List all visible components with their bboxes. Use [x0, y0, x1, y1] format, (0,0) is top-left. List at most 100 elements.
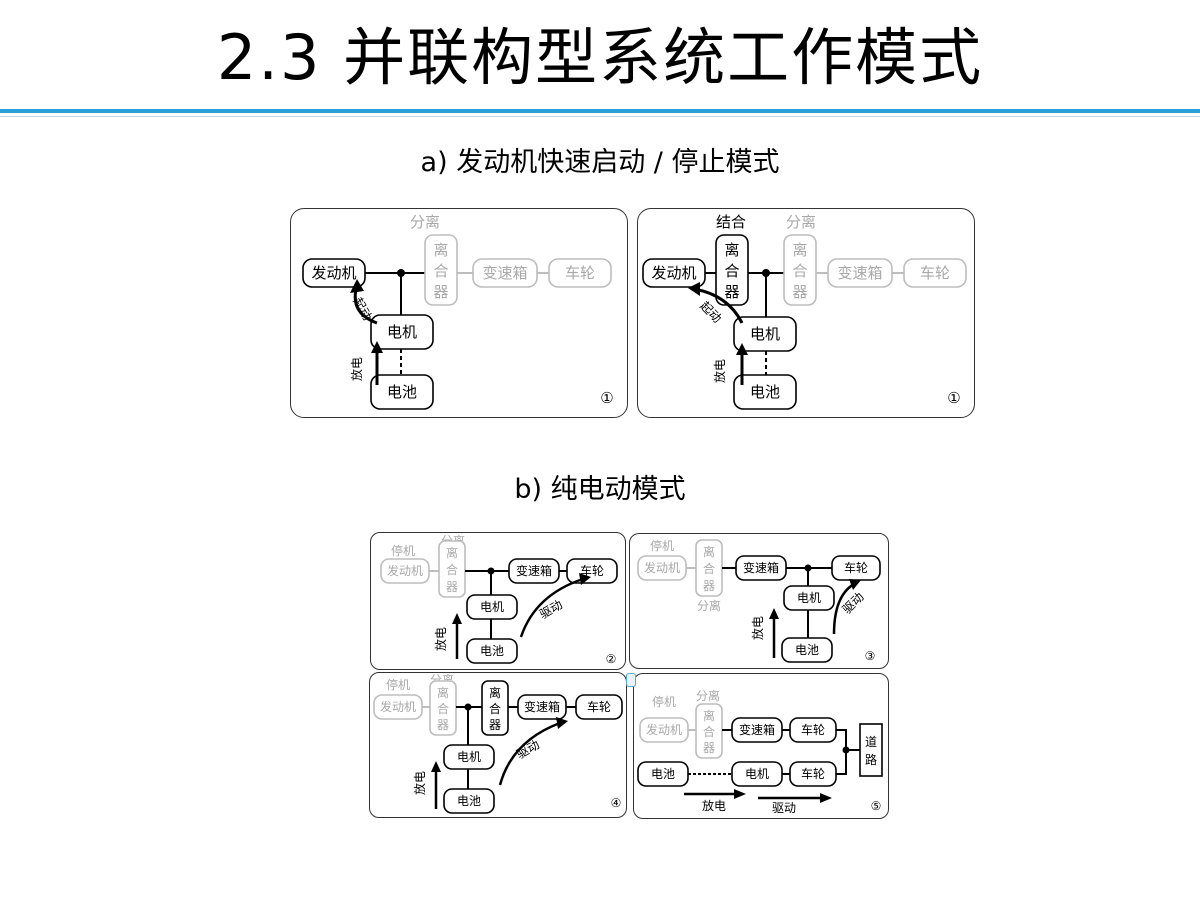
panel-number: ③ — [865, 649, 876, 663]
wheel-box — [548, 258, 612, 288]
slide-title: 2.3 并联构型系统工作模式 — [216, 21, 984, 94]
svg-text:离: 离 — [437, 685, 449, 700]
panel-number: ① — [947, 389, 960, 407]
svg-text:合: 合 — [724, 262, 739, 280]
battery-box — [443, 788, 495, 814]
svg-text:放电: 放电 — [433, 627, 448, 651]
svg-text:电池: 电池 — [480, 644, 504, 658]
svg-text:车轮: 车轮 — [920, 264, 950, 282]
svg-text:变速箱: 变速箱 — [739, 722, 775, 737]
battery-box — [781, 637, 833, 663]
svg-text:器: 器 — [433, 283, 448, 301]
panel-number: ① — [600, 389, 613, 407]
wheel-box — [575, 694, 623, 720]
svg-text:电池: 电池 — [750, 383, 780, 401]
wheel-box — [903, 258, 967, 288]
svg-text:离: 离 — [433, 241, 448, 259]
svg-text:离: 离 — [703, 544, 715, 559]
svg-text:离: 离 — [446, 545, 458, 560]
svg-text:变速箱: 变速箱 — [837, 264, 882, 282]
svg-text:车轮: 车轮 — [801, 722, 825, 737]
svg-text:电机: 电机 — [387, 323, 417, 341]
battery-box — [733, 374, 797, 410]
discharge-label: 放电 — [349, 357, 364, 381]
svg-text:驱动: 驱动 — [537, 597, 565, 621]
title-divider — [0, 109, 1200, 113]
diagram-panel-a2: 结合 分离 发动机 离 合 器 离 合 器 变速箱 车轮 电机 电池 起动 放电… — [637, 208, 975, 418]
svg-text:电池: 电池 — [387, 383, 417, 401]
svg-text:合: 合 — [446, 562, 458, 577]
diagram-panel-a1: 分离 发动机 离 合 器 变速箱 车轮 电机 电池 起动 放电 ① — [290, 208, 628, 418]
diagram-panel-b2: 停机 分离 发动机 离 合 器 变速箱 车轮 电机 电池 放电 驱动 ② — [370, 532, 626, 670]
svg-text:变速箱: 变速箱 — [524, 699, 560, 714]
svg-text:器: 器 — [792, 283, 807, 301]
engine-state-label: 停机 — [650, 538, 674, 553]
svg-text:器: 器 — [489, 718, 501, 732]
engine-label: 发动机 — [311, 264, 356, 282]
clutch2-state-label: 分离 — [786, 213, 816, 231]
svg-text:电机: 电机 — [797, 591, 821, 605]
diagram-panel-b3: 停机 发动机 离 合 器 分离 变速箱 车轮 电机 电池 放电 驱动 ③ — [629, 533, 889, 669]
svg-text:路: 路 — [865, 752, 877, 767]
resize-handle[interactable] — [626, 673, 636, 687]
svg-text:合: 合 — [433, 262, 448, 280]
svg-text:发动机: 发动机 — [644, 560, 680, 575]
svg-text:道: 道 — [865, 735, 877, 749]
clutch1-box — [715, 234, 749, 306]
svg-text:变速箱: 变速箱 — [482, 264, 527, 282]
clutch-box — [438, 540, 466, 598]
svg-text:放电: 放电 — [412, 771, 427, 795]
title-divider-shadow — [0, 116, 1200, 117]
clutch1-state-label: 结合 — [716, 213, 746, 231]
svg-text:变速箱: 变速箱 — [743, 560, 779, 575]
svg-text:车轮: 车轮 — [844, 560, 868, 575]
svg-text:发动机: 发动机 — [387, 563, 423, 578]
svg-text:电机: 电机 — [480, 600, 504, 614]
svg-text:合: 合 — [703, 561, 715, 576]
svg-text:离: 离 — [724, 241, 739, 259]
diagram-panel-b5: 停机 分离 发动机 离 合 器 变速箱 车轮 电池 电机 车轮 道 路 放电 驱… — [633, 673, 889, 819]
battery-box — [466, 638, 518, 664]
drive-arrow — [519, 577, 584, 638]
svg-text:放电: 放电 — [702, 798, 726, 813]
engine-state-label: 停机 — [391, 543, 415, 558]
clutch-state-label: 分离 — [696, 688, 720, 703]
panel-number: ② — [606, 652, 617, 666]
clutch-box — [424, 234, 458, 306]
section-a-heading: a) 发动机快速启动 / 停止模式 — [420, 147, 780, 178]
svg-text:放电: 放电 — [750, 616, 765, 640]
svg-text:合: 合 — [437, 701, 449, 716]
svg-text:驱动: 驱动 — [514, 737, 542, 761]
clutch2-box — [783, 234, 817, 306]
svg-text:器: 器 — [446, 580, 458, 594]
svg-text:离: 离 — [792, 241, 807, 259]
panel-number: ⑤ — [871, 799, 882, 813]
svg-text:驱动: 驱动 — [772, 801, 796, 815]
engine-state-label: 停机 — [386, 677, 410, 692]
engine-state-label: 停机 — [652, 694, 676, 709]
drive-arrow — [498, 721, 561, 786]
svg-text:器: 器 — [724, 283, 739, 301]
clutch-state-label: 分离 — [697, 598, 721, 613]
wheel-box — [566, 558, 618, 584]
svg-text:器: 器 — [703, 741, 715, 755]
svg-text:器: 器 — [703, 579, 715, 593]
svg-text:合: 合 — [703, 724, 715, 739]
svg-text:发动机: 发动机 — [651, 264, 696, 282]
drive-arrow — [832, 582, 855, 635]
svg-text:离: 离 — [703, 708, 715, 723]
road-box — [859, 723, 883, 777]
panel-number: ④ — [611, 796, 622, 810]
svg-text:发动机: 发动机 — [380, 699, 416, 714]
svg-text:合: 合 — [792, 262, 807, 280]
svg-text:离: 离 — [489, 685, 501, 700]
svg-text:电池: 电池 — [457, 794, 481, 808]
section-b-heading: b) 纯电动模式 — [514, 474, 686, 505]
svg-text:电机: 电机 — [457, 750, 481, 764]
clutch-state-label: 分离 — [410, 213, 440, 231]
svg-text:电池: 电池 — [651, 767, 675, 781]
battery-box — [370, 374, 434, 410]
svg-text:发动机: 发动机 — [646, 722, 682, 737]
svg-text:变速箱: 变速箱 — [516, 563, 552, 578]
svg-text:车轮: 车轮 — [565, 264, 595, 282]
